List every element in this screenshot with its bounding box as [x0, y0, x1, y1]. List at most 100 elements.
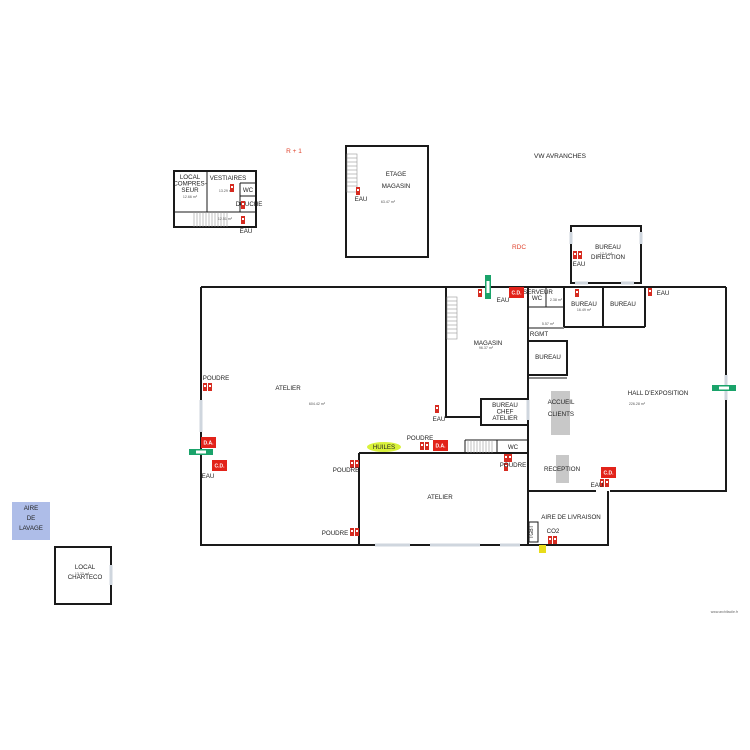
- area-bureau-1: 16.49 m²: [577, 308, 592, 312]
- room-hall-exposition: HALL D'EXPOSITION: [628, 390, 688, 397]
- area-serveur: 2.38 m²: [550, 298, 563, 302]
- footer-credit: www.archifacile.fr: [711, 610, 739, 614]
- svg-text:D.A.: D.A.: [436, 444, 447, 450]
- poudre-label: POUDRE: [322, 530, 348, 537]
- extinguisher-icon: [575, 289, 579, 297]
- cd-badge: C.D.: [509, 287, 524, 298]
- area-bureau-direction: 17.9 m²: [600, 252, 613, 256]
- tgbt-box: [528, 521, 539, 543]
- extinguisher-icon: [203, 383, 207, 391]
- svg-text:C.D.: C.D.: [604, 471, 615, 477]
- area-local-charteco: 13.23 m²: [75, 572, 90, 576]
- bureau-3-outline: [527, 340, 568, 376]
- room-serveur: SERVEUR: [523, 289, 553, 296]
- level-label-ground: RDC: [512, 244, 526, 251]
- site-title: VW AVRANCHES: [534, 153, 587, 160]
- room-bureau-1: BUREAU: [571, 301, 597, 308]
- wall: [445, 287, 481, 418]
- huiles-marker: [367, 442, 401, 452]
- stairs: [346, 153, 358, 193]
- exit-sign-west: [189, 449, 213, 455]
- stairs: [467, 440, 493, 453]
- area-hall-exposition: 226.28 m²: [629, 402, 646, 406]
- extinguisher-icon: [355, 528, 359, 536]
- area-magasin: 96.37 m²: [479, 346, 494, 350]
- exit-sign-east: [712, 385, 736, 391]
- room-wc-atelier: WC: [508, 444, 519, 451]
- extinguisher-icon: [208, 383, 212, 391]
- poudre-label: POUDRE: [203, 375, 229, 382]
- etage-magasin-outline: [345, 145, 429, 258]
- poudre-label: POUDRE: [407, 435, 433, 442]
- main-building: SERVEUR 2.38 m² WC BUREAU 16.49 m² BUREA…: [199, 286, 728, 547]
- extinguisher-icon: [420, 442, 424, 450]
- room-atelier-main: ATELIER: [275, 385, 301, 392]
- stairs: [193, 212, 228, 227]
- extinguisher-icon: [600, 479, 604, 487]
- eau-label: EAU: [657, 290, 670, 297]
- eau-label: EAU: [240, 228, 253, 235]
- svg-text:D.A.: D.A.: [204, 441, 215, 447]
- eau-label: EAU: [202, 473, 215, 480]
- extinguisher-icon: [350, 460, 354, 468]
- room-douche: DOUCHE: [236, 201, 263, 208]
- room-wc-upper: WC: [243, 187, 254, 194]
- eau-label: EAU: [591, 482, 604, 489]
- extinguisher-icon: [435, 405, 439, 413]
- huiles-label: HUILES: [373, 444, 395, 451]
- room-aire-livraison: AIRE DE LIVRAISON: [541, 514, 601, 521]
- extinguisher-icon: [350, 528, 354, 536]
- reception-counter: [556, 455, 569, 483]
- co2-marker: [539, 545, 546, 553]
- extinguisher-icon: [241, 216, 245, 224]
- room-tgbt: TGBT: [529, 525, 535, 538]
- svg-text:C.D.: C.D.: [215, 464, 226, 470]
- extinguisher-icon: [553, 536, 557, 544]
- aire-lavage-box: [12, 502, 50, 540]
- co2-label: CO2: [547, 528, 560, 535]
- room-bureau-2: BUREAU: [610, 301, 636, 308]
- room-wc-ground: WC: [532, 295, 543, 302]
- stairs: [446, 296, 458, 340]
- room-rgmt: RGMT: [530, 331, 548, 338]
- extinguisher-icon: [230, 184, 234, 192]
- poudre-label: POUDRE: [500, 462, 526, 469]
- extinguisher-icon: [504, 463, 508, 471]
- room-atelier-2: ATELIER: [427, 494, 453, 501]
- bureau-direction-outline: [570, 225, 642, 284]
- extinguisher-icon: [504, 454, 508, 462]
- wall: [610, 287, 727, 492]
- area-local-compresseur: 12.66 m²: [183, 195, 198, 199]
- extinguisher-icon: [605, 479, 609, 487]
- wall: [200, 287, 359, 546]
- extinguisher-icon: [241, 201, 245, 209]
- extinguisher-icon: [573, 251, 577, 259]
- extinguisher-icon: [508, 454, 512, 462]
- area-rgmt: 5.57 m²: [542, 322, 555, 326]
- eau-label: EAU: [497, 297, 510, 304]
- extinguisher-icon: [425, 442, 429, 450]
- cd-badge: C.D.: [601, 467, 616, 478]
- eau-label: EAU: [573, 261, 586, 268]
- accueil-counter: [551, 391, 570, 435]
- eau-label: EAU: [433, 416, 446, 423]
- extinguisher-icon: [648, 288, 652, 296]
- eau-label: EAU: [355, 196, 368, 203]
- area-etage-magasin: 63.47 m²: [381, 200, 396, 204]
- area-douche: 12.51 m²: [218, 217, 233, 221]
- extinguisher-icon: [578, 251, 582, 259]
- da-badge: D.A.: [433, 440, 448, 451]
- area-atelier-main: 604.42 m²: [309, 402, 326, 406]
- room-bureau-3: BUREAU: [535, 354, 561, 361]
